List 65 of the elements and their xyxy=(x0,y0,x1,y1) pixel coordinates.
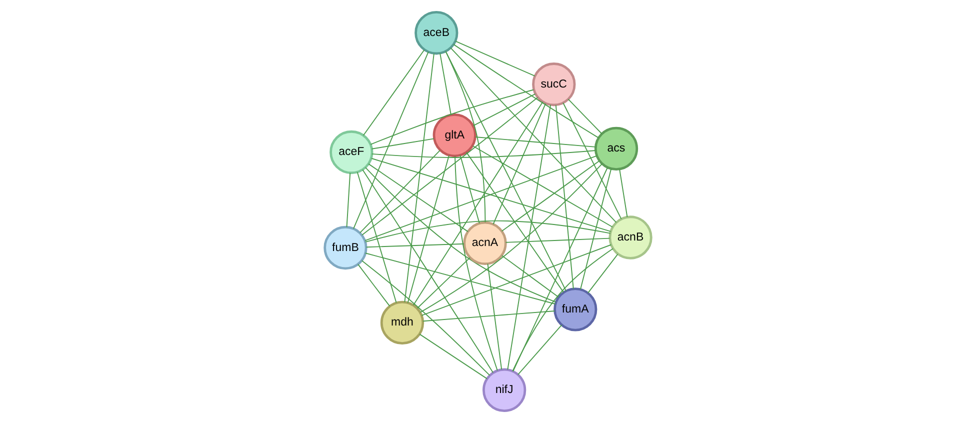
connector xyxy=(500,160,600,232)
connector xyxy=(364,220,610,242)
connector xyxy=(492,103,546,225)
connector xyxy=(472,145,612,228)
connector xyxy=(368,163,468,232)
connector xyxy=(439,52,451,116)
node-circle: sucC xyxy=(532,62,576,106)
connector xyxy=(506,104,551,370)
node-circle: acs xyxy=(594,126,638,170)
connector xyxy=(416,257,470,309)
connector xyxy=(370,89,534,145)
connector xyxy=(404,53,434,303)
node-circle: fumB xyxy=(323,226,367,270)
connector xyxy=(361,96,538,236)
connector xyxy=(459,154,480,224)
node-circle: acnA xyxy=(462,221,506,266)
connector xyxy=(352,51,428,230)
connector xyxy=(450,47,616,223)
connector xyxy=(474,136,596,148)
connector xyxy=(370,138,434,150)
connector xyxy=(554,104,574,290)
connector xyxy=(364,252,556,304)
connector xyxy=(500,255,558,298)
connector xyxy=(562,102,622,220)
connector xyxy=(419,163,602,313)
node-circle: acnB xyxy=(608,216,652,260)
node-circle: aceF xyxy=(329,130,373,174)
connector xyxy=(465,152,564,293)
node-circle: nifJ xyxy=(482,368,526,412)
connector xyxy=(358,150,440,234)
connector xyxy=(406,154,449,304)
node-circle: fumA xyxy=(553,288,597,332)
connector xyxy=(356,172,396,304)
connector xyxy=(370,158,611,232)
connector xyxy=(371,150,596,158)
connector xyxy=(444,51,486,223)
connector xyxy=(512,167,608,372)
connector xyxy=(364,155,597,242)
connector xyxy=(472,93,536,126)
connector xyxy=(587,254,618,294)
connector xyxy=(357,264,390,307)
node-circle: gltA xyxy=(432,113,476,158)
connector xyxy=(362,50,424,136)
node-circle: mdh xyxy=(380,300,424,345)
connector xyxy=(346,172,350,228)
connector xyxy=(512,248,613,372)
connector xyxy=(579,168,612,290)
connector xyxy=(360,260,490,376)
node-circle: aceB xyxy=(414,11,458,55)
connector xyxy=(422,310,555,322)
connector xyxy=(365,243,464,248)
connector xyxy=(454,156,498,371)
connector xyxy=(444,50,566,292)
connector xyxy=(412,101,543,306)
connector xyxy=(364,167,556,303)
connector xyxy=(418,334,487,380)
connector xyxy=(517,324,562,376)
connector xyxy=(618,168,628,218)
connector xyxy=(486,263,502,370)
connector xyxy=(362,169,494,374)
connector xyxy=(504,238,610,243)
connector xyxy=(452,44,598,138)
connector xyxy=(454,40,535,76)
connector xyxy=(420,244,612,316)
connector xyxy=(567,98,602,134)
